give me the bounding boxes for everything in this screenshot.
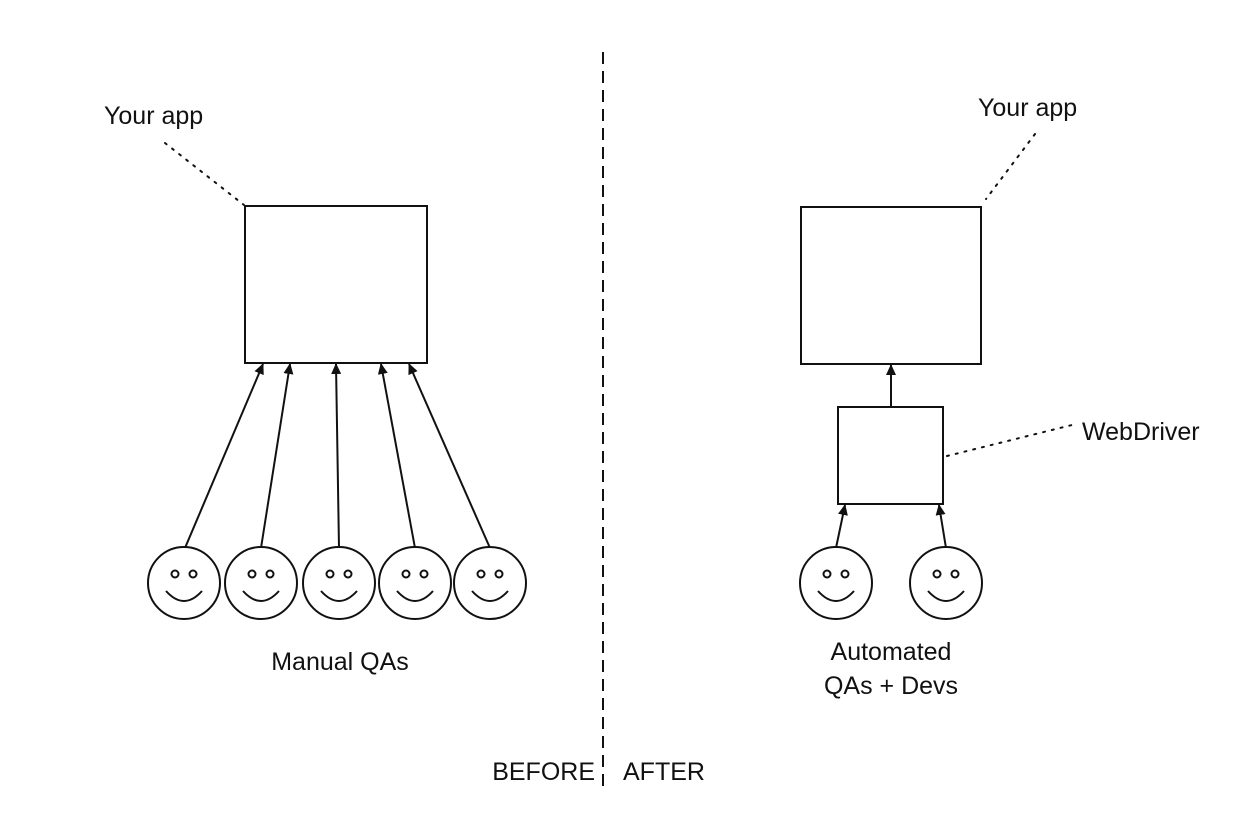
after-arrow-2	[935, 504, 947, 549]
after-webdriver-box	[837, 406, 944, 505]
before-arrow-3	[331, 363, 342, 549]
after-webdriver-label: WebDriver	[1082, 418, 1200, 446]
after-webdriver-pointer	[946, 424, 1073, 457]
before-app-box	[244, 205, 428, 364]
after-group-label-line1: Automated	[831, 638, 952, 666]
smiley-icon	[799, 546, 873, 620]
before-arrow-2	[260, 363, 294, 549]
before-arrows	[184, 363, 491, 549]
before-arrow-4	[377, 363, 416, 549]
before-app-label: Your app	[104, 102, 203, 130]
smiley-icon	[302, 546, 376, 620]
before-arrow-5	[408, 363, 491, 549]
after-app-label: Your app	[978, 94, 1077, 122]
before-app-pointer	[164, 142, 245, 206]
before-arrow-1	[184, 363, 264, 549]
smiley-icon	[147, 546, 221, 620]
after-app-box	[800, 206, 982, 365]
after-group-label-line2: QAs + Devs	[824, 672, 958, 700]
before-section-label: BEFORE	[492, 758, 595, 786]
smiley-icon	[453, 546, 527, 620]
smiley-icon	[378, 546, 452, 620]
before-group-label: Manual QAs	[271, 648, 409, 676]
after-section-label: AFTER	[623, 758, 705, 786]
smiley-icon	[224, 546, 298, 620]
after-app-pointer	[985, 133, 1036, 200]
smiley-icon	[909, 546, 983, 620]
after-arrow-1	[835, 504, 848, 549]
